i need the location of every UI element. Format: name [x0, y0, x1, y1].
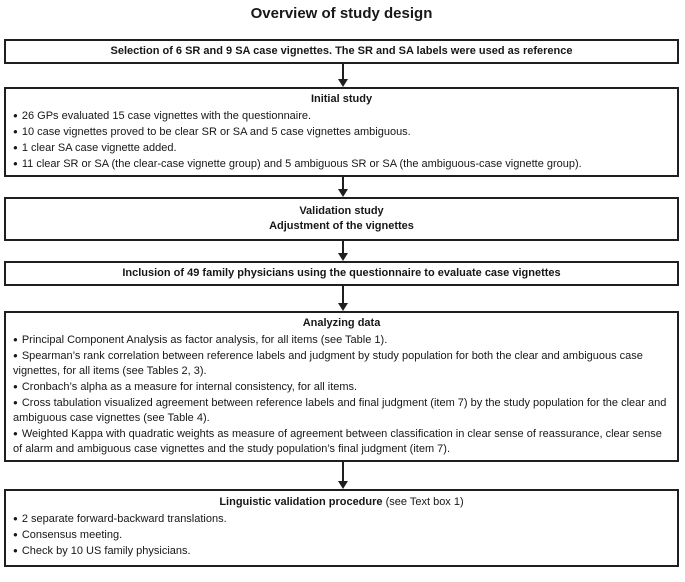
- page-title: Overview of study design: [250, 5, 433, 22]
- bullet-icon: ●: [13, 398, 18, 407]
- bullet-icon: ●: [13, 143, 18, 152]
- bullet-icon: ●: [13, 351, 18, 360]
- box-heading: Linguistic validation procedure (see Tex…: [13, 495, 670, 510]
- bullet-text: Principal Component Analysis as factor a…: [21, 334, 388, 346]
- bullet-item: ●Consensus meeting.: [13, 527, 670, 543]
- box-heading: Analyzing data: [302, 317, 381, 329]
- box-inclusion: Inclusion of 49 family physicians using …: [4, 261, 679, 286]
- box-linguistic-validation: Linguistic validation procedure (see Tex…: [4, 489, 679, 567]
- box-heading-bold: Linguistic validation procedure: [219, 496, 383, 508]
- bullet-icon: ●: [13, 530, 18, 539]
- bullet-item: ●Spearman’s rank correlation between ref…: [13, 348, 670, 379]
- box-initial-study: Initial study ●26 GPs evaluated 15 case …: [4, 87, 679, 177]
- arrow-down-icon: [337, 189, 348, 197]
- box-heading: Initial study: [310, 93, 373, 105]
- bullet-item: ●2 separate forward-backward translation…: [13, 511, 670, 527]
- bullet-text: Consensus meeting.: [21, 529, 123, 541]
- bullet-text: Spearman’s rank correlation between refe…: [13, 350, 643, 377]
- bullet-text: Check by 10 US family physicians.: [21, 545, 191, 557]
- arrow-down-icon: [337, 481, 348, 489]
- box-heading-suffix: (see Text box 1): [382, 496, 464, 508]
- bullet-icon: ●: [13, 335, 18, 344]
- bullet-icon: ●: [13, 429, 18, 438]
- bullet-item: ●10 case vignettes proved to be clear SR…: [13, 124, 670, 140]
- bullet-icon: ●: [13, 546, 18, 555]
- arrow-stem: [341, 462, 344, 482]
- arrow-down-icon: [337, 79, 348, 87]
- bullet-item: ●Principal Component Analysis as factor …: [13, 332, 670, 348]
- box-analyzing-data: Analyzing data ●Principal Component Anal…: [4, 311, 679, 462]
- arrow-stem: [341, 286, 344, 304]
- bullet-text: 1 clear SA case vignette added.: [21, 142, 177, 154]
- flow-arrow: [0, 462, 685, 489]
- flow-arrow: [0, 241, 685, 261]
- bullet-text: 10 case vignettes proved to be clear SR …: [21, 126, 411, 138]
- bullet-item: ●Weighted Kappa with quadratic weights a…: [13, 426, 670, 457]
- study-design-flowchart: Overview of study design Selection of 6 …: [0, 5, 685, 567]
- bullet-text: Cronbach’s alpha as a measure for intern…: [21, 381, 358, 393]
- bullet-icon: ●: [13, 382, 18, 391]
- bullet-text: Cross tabulation visualized agreement be…: [13, 397, 667, 424]
- arrow-down-icon: [337, 253, 348, 261]
- bullet-icon: ●: [13, 111, 18, 120]
- bullet-item: ●1 clear SA case vignette added.: [13, 140, 670, 156]
- flow-arrow: [0, 177, 685, 197]
- bullet-item: ●11 clear SR or SA (the clear-case vigne…: [13, 156, 670, 172]
- bullet-item: ●26 GPs evaluated 15 case vignettes with…: [13, 108, 670, 124]
- box-heading-line1: Validation study: [299, 205, 384, 217]
- arrow-stem: [341, 64, 344, 80]
- bullet-text: Weighted Kappa with quadratic weights as…: [13, 428, 662, 455]
- bullet-item: ●Cronbach’s alpha as a measure for inter…: [13, 379, 670, 395]
- box-heading-line2: Adjustment of the vignettes: [269, 220, 414, 232]
- arrow-stem: [341, 241, 344, 254]
- flow-arrow: [0, 286, 685, 311]
- bullet-text: 11 clear SR or SA (the clear-case vignet…: [21, 158, 582, 170]
- arrow-stem: [341, 177, 344, 190]
- box-selection: Selection of 6 SR and 9 SA case vignette…: [4, 39, 679, 64]
- bullet-text: 26 GPs evaluated 15 case vignettes with …: [21, 110, 312, 122]
- bullet-icon: ●: [13, 514, 18, 523]
- bullet-item: ●Check by 10 US family physicians.: [13, 543, 670, 559]
- bullet-item: ●Cross tabulation visualized agreement b…: [13, 395, 670, 426]
- arrow-down-icon: [337, 303, 348, 311]
- bullet-text: 2 separate forward-backward translations…: [21, 513, 227, 525]
- bullet-icon: ●: [13, 159, 18, 168]
- bullet-icon: ●: [13, 127, 18, 136]
- flow-arrow: [0, 64, 685, 87]
- box-validation-study: Validation study Adjustment of the vigne…: [4, 197, 679, 241]
